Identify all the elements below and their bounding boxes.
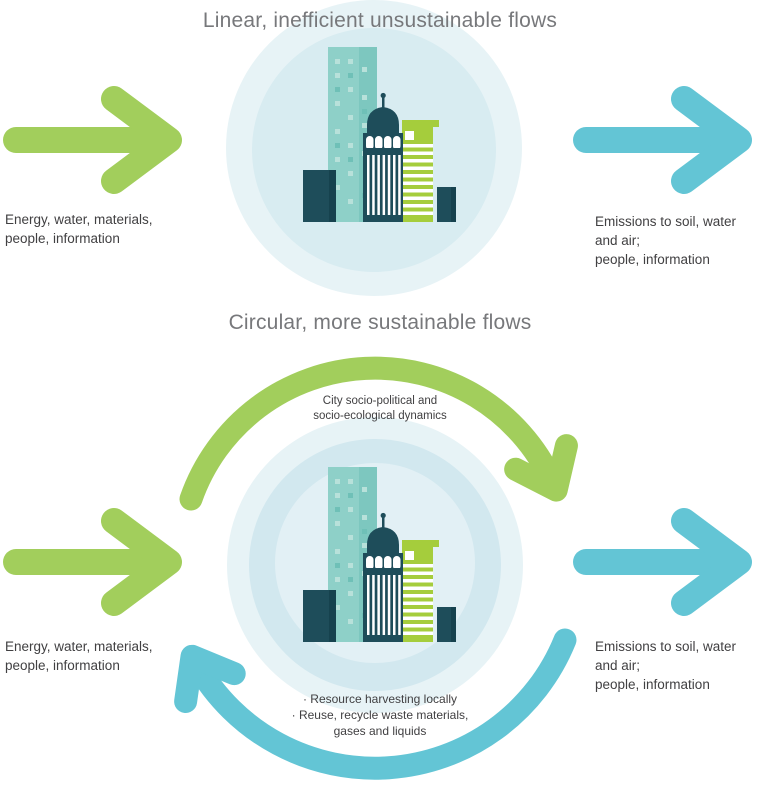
- recycle-label-line3: gases and liquids: [333, 724, 427, 738]
- linear-input-arrow-icon: [0, 85, 190, 195]
- linear-output-arrow-icon: [570, 85, 760, 195]
- linear-input-label: Energy, water, materials, people, inform…: [5, 210, 153, 248]
- linear-output-label-line1: Emissions to soil, water and air;: [595, 214, 737, 248]
- linear-input-label-line1: Energy, water, materials,: [5, 212, 153, 227]
- linear-title: Linear, inefficient unsustainable flows: [202, 9, 558, 32]
- circular-output-label: Emissions to soil, water and air; people…: [595, 637, 760, 694]
- circular-output-label-line2: people, information: [595, 677, 710, 692]
- recycle-label: · Resource harvesting locally · Reuse, r…: [230, 691, 530, 739]
- circular-output-label-line1: Emissions to soil, water and air;: [595, 639, 737, 673]
- linear-output-label-line2: people, information: [595, 252, 710, 267]
- circular-input-label: Energy, water, materials, people, inform…: [5, 637, 153, 675]
- socio-dynamics-label-line2: socio-ecological dynamics: [313, 410, 447, 422]
- socio-dynamics-label-line1: City socio-political and: [322, 395, 438, 407]
- circular-output-arrow-icon: [570, 507, 760, 617]
- linear-input-label-line2: people, information: [5, 231, 120, 246]
- feedback-loop-arcs: [174, 356, 578, 780]
- circular-title: Circular, more sustainable flows: [228, 311, 532, 334]
- circular-city-icon: [302, 467, 458, 643]
- recycle-return-arc-icon: [174, 628, 577, 780]
- circular-input-arrow-icon: [0, 507, 190, 617]
- circular-input-label-line1: Energy, water, materials,: [5, 639, 153, 654]
- socio-dynamics-arc-icon: [179, 356, 578, 511]
- linear-output-label: Emissions to soil, water and air; people…: [595, 212, 760, 269]
- socio-dynamics-label: City socio-political and socio-ecologica…: [230, 394, 530, 424]
- linear-city-icon: [302, 47, 458, 223]
- circular-input-label-line2: people, information: [5, 658, 120, 673]
- recycle-label-line2: · Reuse, recycle waste materials,: [291, 708, 469, 722]
- recycle-label-line1: · Resource harvesting locally: [302, 692, 458, 706]
